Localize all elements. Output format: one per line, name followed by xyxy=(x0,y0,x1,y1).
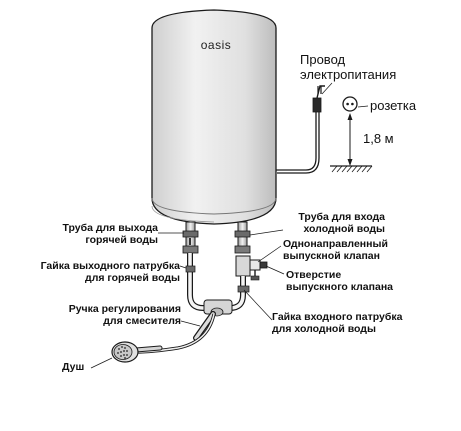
label-shower: Душ xyxy=(62,361,85,373)
label-check-valve: Однонаправленный выпускной клапан xyxy=(283,238,388,262)
power-cable xyxy=(276,82,333,174)
label-cold-inlet-nut: Гайка входного патрубка для холодной вод… xyxy=(272,311,403,335)
label-power-wire-line2: электропитания xyxy=(300,67,397,82)
label-mixer-handle: Ручка регулирования для смесителя xyxy=(40,303,181,327)
label-cold-inlet-nut-line1: Гайка входного патрубка xyxy=(272,311,403,323)
label-hot-outlet-nut-line1: Гайка выходного патрубка xyxy=(40,260,180,272)
label-height: 1,8 м xyxy=(363,131,394,146)
shower-assembly xyxy=(111,313,216,363)
floor-hatch xyxy=(330,165,373,173)
cold-water-inlet-pipe xyxy=(234,221,268,281)
brand-logo-text: oasis xyxy=(200,38,232,52)
label-hot-outlet-nut: Гайка выходного патрубка для горячей вод… xyxy=(14,260,180,284)
height-dimension-arrow xyxy=(347,113,353,166)
socket-symbol xyxy=(342,96,369,112)
water-heater-tank xyxy=(151,9,277,225)
label-valve-hole: Отверстие выпускного клапана xyxy=(286,269,394,293)
label-cold-water-pipe-line2: холодной воды xyxy=(303,222,385,235)
label-power-wire-line1: Провод xyxy=(300,52,346,67)
hot-water-outlet-pipe xyxy=(182,221,199,254)
label-socket: розетка xyxy=(370,98,417,113)
label-power-wire: Провод электропитания xyxy=(300,52,396,82)
label-mixer-handle-line1: Ручка регулирования xyxy=(68,303,181,315)
label-hot-water-pipe-line1: Труба для выхода xyxy=(62,222,158,234)
label-cold-water-pipe-line1: Труба для входа xyxy=(298,211,385,223)
label-valve-hole-line2: выпускного клапана xyxy=(286,280,394,293)
label-cold-water-pipe: Труба для входа холодной воды xyxy=(285,211,385,235)
label-hot-outlet-nut-line2: для горячей воды xyxy=(85,271,180,284)
label-hot-water-pipe: Труба для выхода горячей воды xyxy=(40,222,158,246)
label-check-valve-line2: выпускной клапан xyxy=(283,249,380,262)
label-cold-inlet-nut-line2: для холодной воды xyxy=(272,322,376,335)
label-valve-hole-line1: Отверстие xyxy=(286,269,342,281)
label-hot-water-pipe-line2: горячей воды xyxy=(85,233,158,246)
mixer-valve xyxy=(193,299,233,341)
leader-lines xyxy=(90,229,285,369)
label-check-valve-line1: Однонаправленный xyxy=(283,238,388,250)
label-mixer-handle-line2: для смесителя xyxy=(103,314,181,327)
